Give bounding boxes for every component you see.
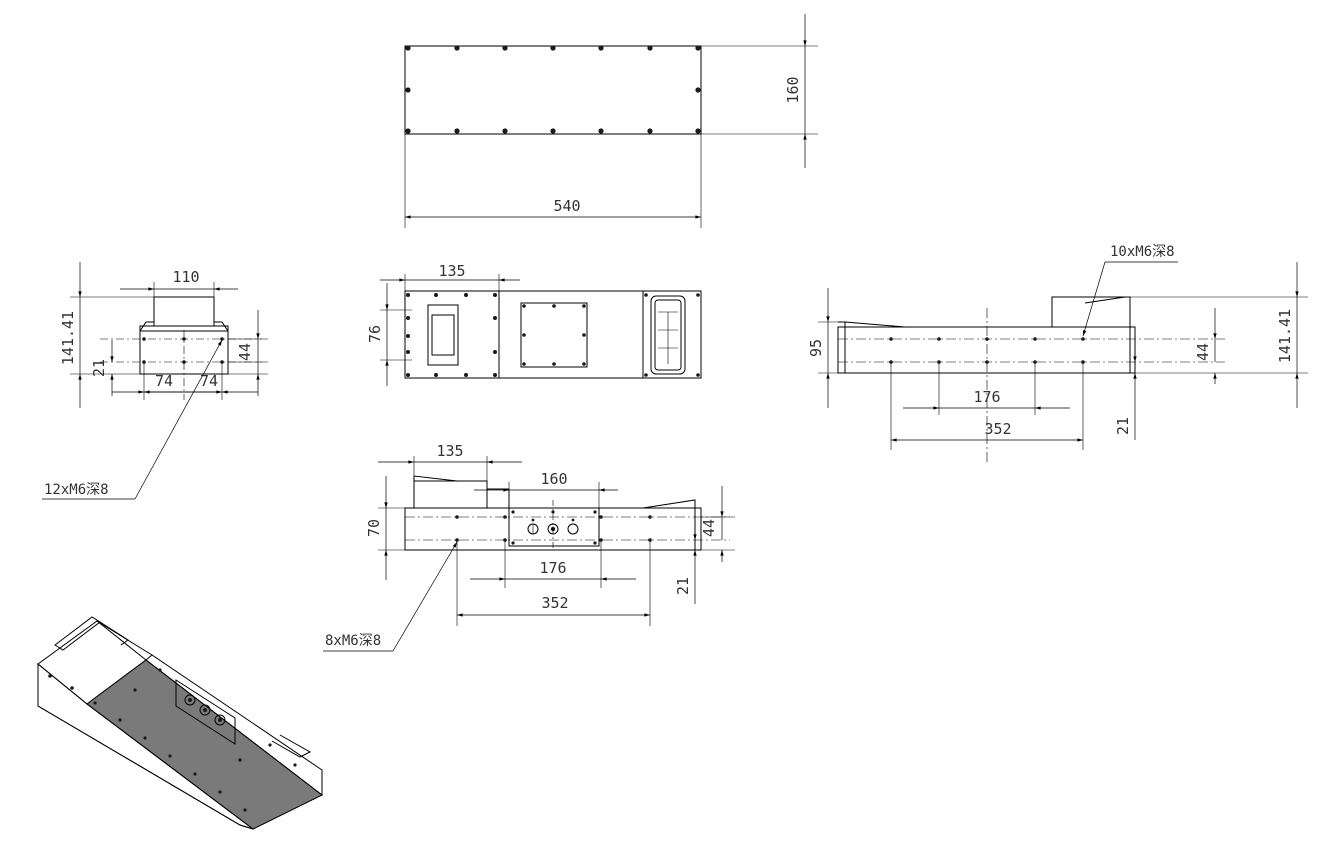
left-callout: 12xM6深8: [44, 482, 109, 498]
isometric-view: [37, 616, 323, 830]
left-spacing-a: 74: [155, 372, 173, 390]
right-spacing-outer: 352: [984, 420, 1011, 438]
connector-3-icon: [567, 523, 579, 535]
right-bottom-dim: 21: [1114, 417, 1132, 435]
bottom-bottom-dim: 21: [674, 577, 692, 595]
top-height-dim: 160: [784, 76, 802, 103]
front-outline: [404, 290, 702, 379]
left-bolts: [142, 337, 224, 364]
bottom-hole-dim: 44: [700, 519, 718, 537]
right-hole-dim: 44: [1194, 343, 1212, 361]
right-side-view: 10xM6深8 95 141.41 44 21 176 352: [807, 244, 1308, 462]
right-height-right-dim: 141.41: [1276, 309, 1294, 363]
left-top-block: [153, 296, 215, 327]
bottom-spacing-outer: 352: [541, 594, 568, 612]
bottom-callout: 8xM6深8: [325, 633, 381, 649]
top-view-bolts: [405, 45, 701, 134]
top-width-dim: 540: [553, 197, 580, 215]
bottom-view: 135 160 70 44 21 176: [323, 442, 735, 652]
front-offset-dim: 135: [438, 262, 465, 280]
left-spacing-b: 74: [200, 372, 218, 390]
right-body: [837, 326, 1136, 374]
bottom-offset-dim: 135: [436, 442, 463, 460]
right-height-left-dim: 95: [807, 339, 825, 357]
bottom-spacing-inner: 176: [539, 559, 566, 577]
iso-bolts: [48, 668, 297, 812]
left-height-dim: 141.41: [59, 311, 77, 365]
left-bottom-dim: 21: [90, 359, 108, 377]
left-end-view: 110 141.41 21 44 74 74 12xM6深8: [42, 262, 268, 500]
right-spacing-inner: 176: [973, 388, 1000, 406]
top-view-outline: [404, 45, 702, 135]
right-callout: 10xM6深8: [1110, 244, 1175, 260]
left-width-dim: 110: [172, 268, 199, 286]
bottom-plate-dim: 160: [540, 470, 567, 488]
front-bolts: [406, 293, 700, 377]
bottom-height-dim: 70: [365, 519, 383, 537]
top-view: 540 160: [404, 14, 818, 228]
bottom-bolts: [455, 510, 652, 545]
front-height-dim: 76: [366, 325, 384, 343]
front-view: 135 76: [366, 262, 702, 386]
left-hole-dim: 44: [236, 343, 254, 361]
